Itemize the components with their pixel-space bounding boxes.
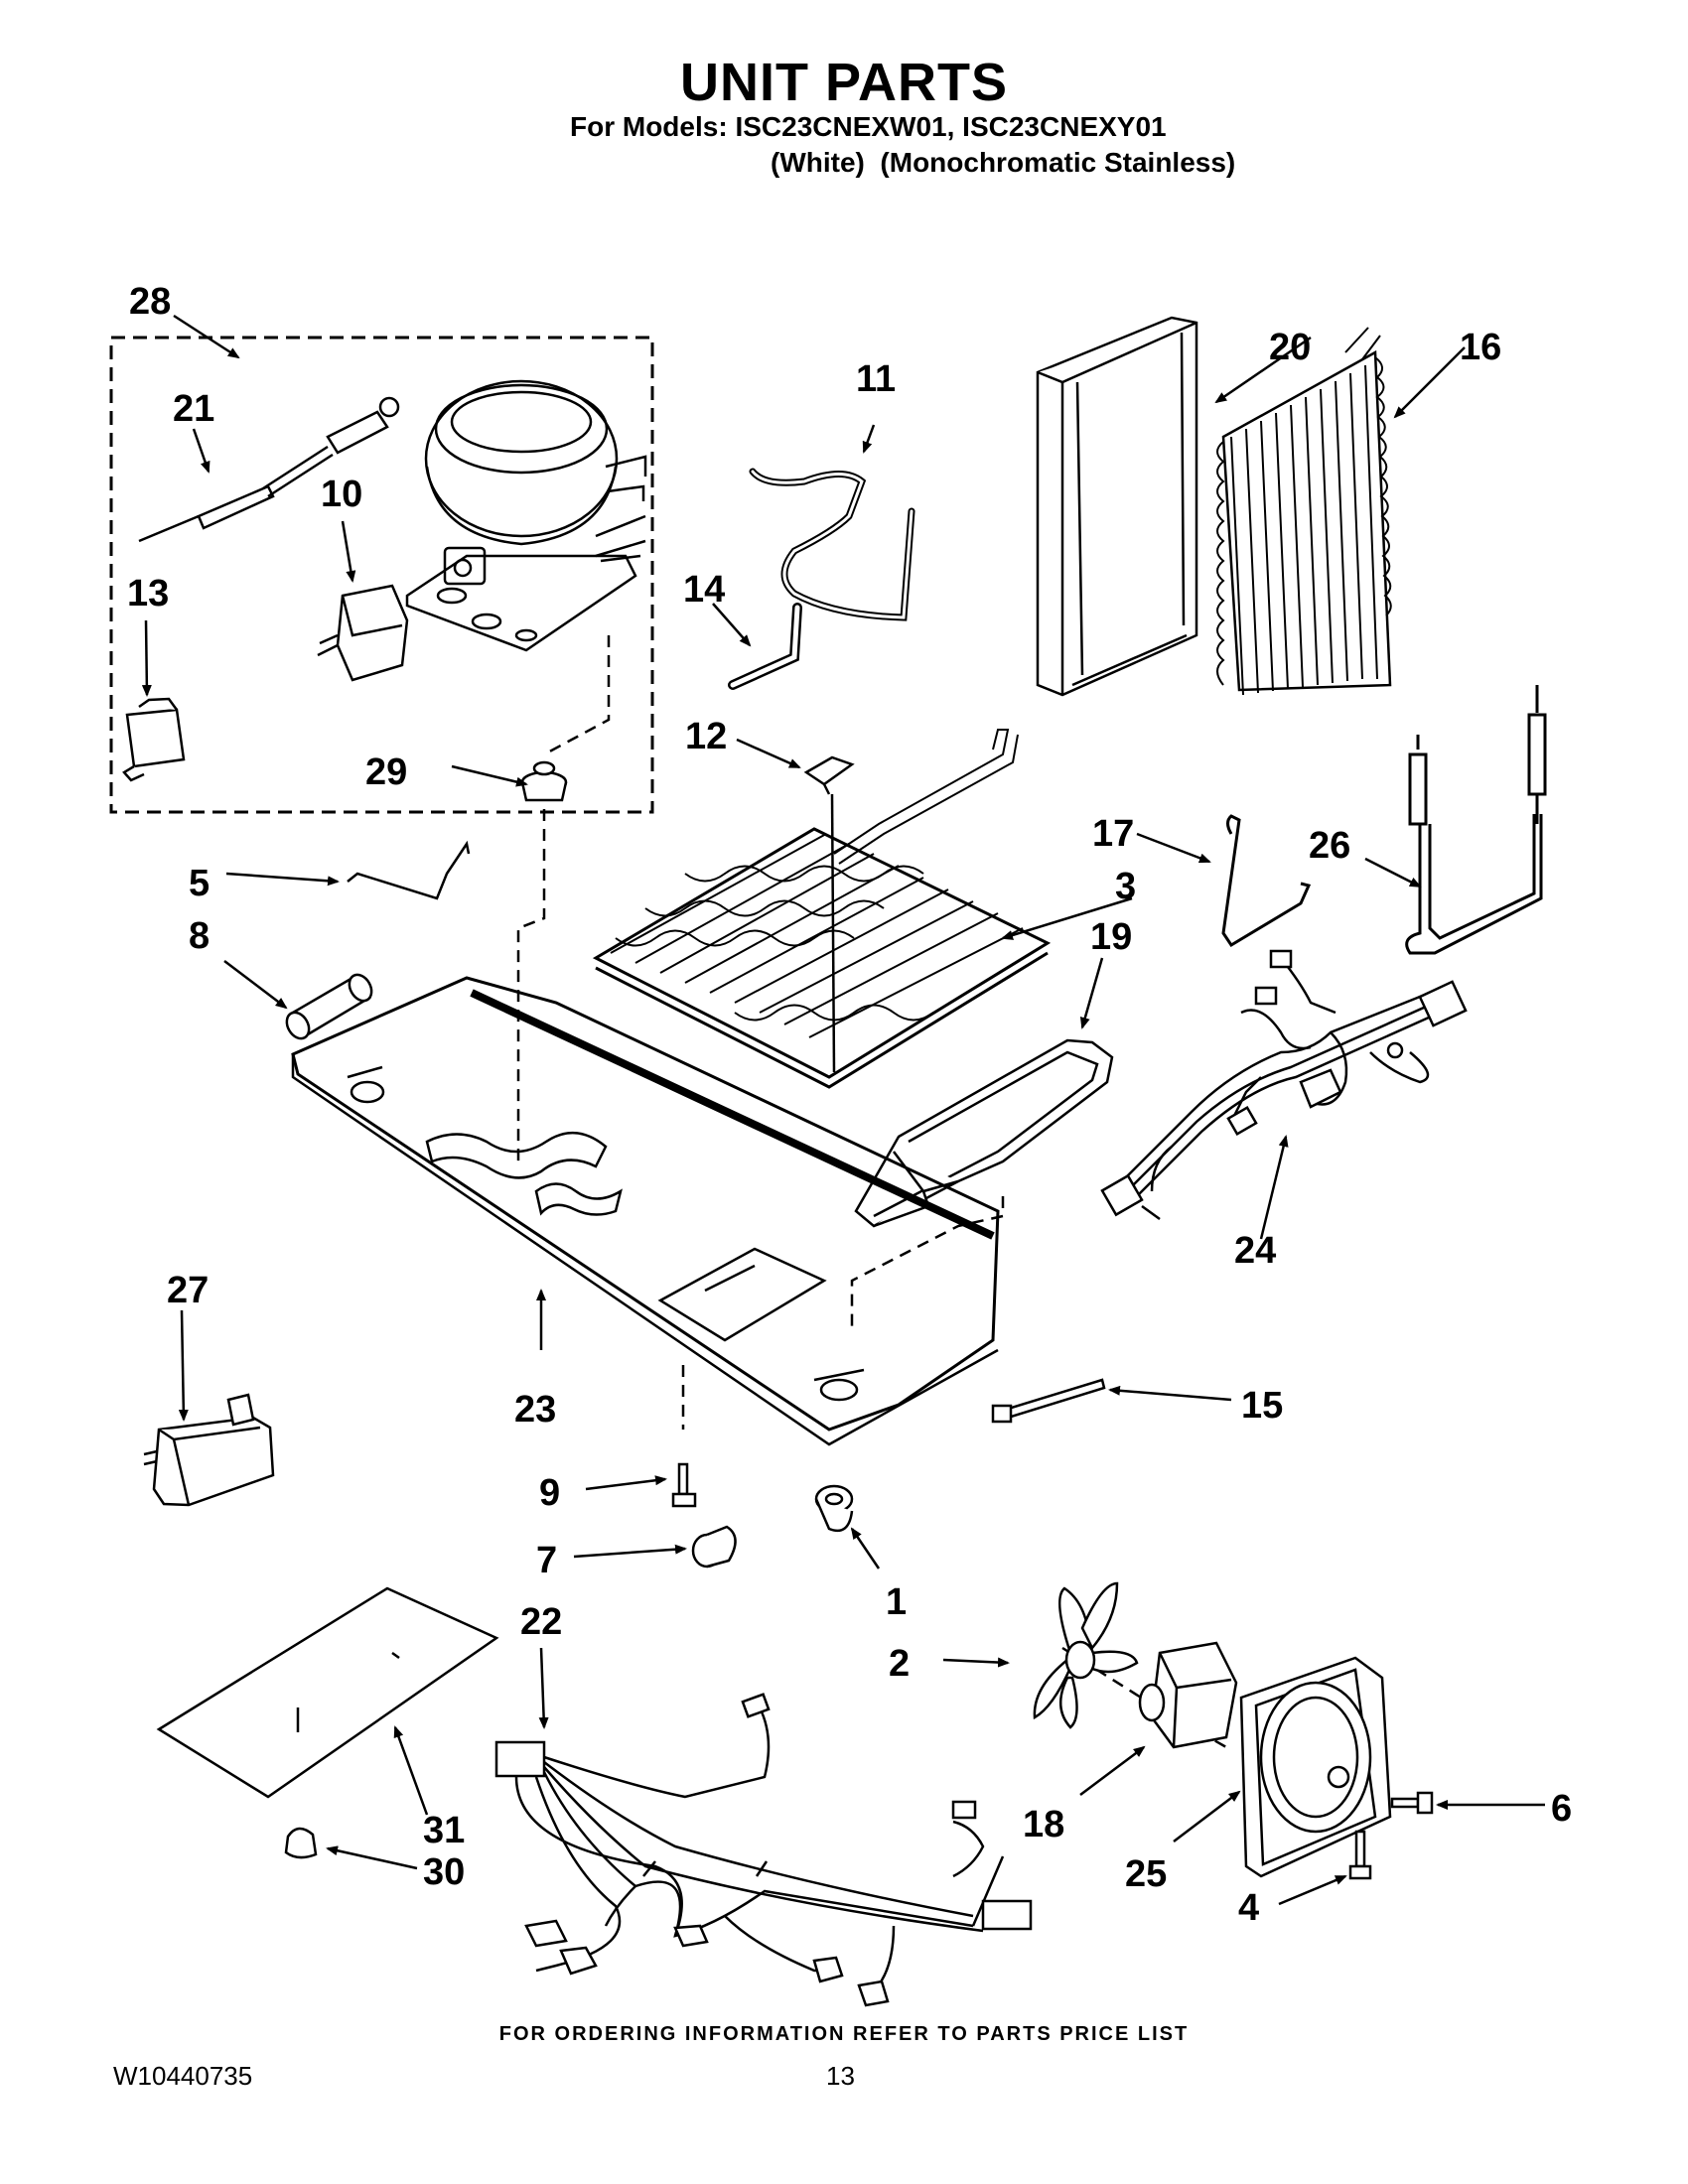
drain-tube [728, 603, 802, 690]
page-title: UNIT PARTS [680, 53, 1008, 112]
callout-numbers: 28 21 10 13 11 14 12 20 16 17 26 3 19 29… [127, 281, 1572, 1929]
callout-30: 30 [423, 1851, 465, 1893]
wiring-harness [1100, 949, 1468, 1221]
capacitor [122, 697, 186, 782]
filter-drier [138, 396, 400, 543]
insulation-pad [156, 1586, 499, 1799]
callout-6: 6 [1551, 1788, 1572, 1830]
callout-27: 27 [167, 1270, 209, 1311]
callout-18: 18 [1023, 1804, 1064, 1845]
ordering-note: FOR ORDERING INFORMATION REFER TO PARTS … [498, 2023, 1190, 2045]
screw-9 [671, 1462, 697, 1508]
callout-13: 13 [127, 573, 169, 614]
evaporator-hook [1221, 814, 1312, 948]
callout-16: 16 [1460, 327, 1501, 368]
callout-20: 20 [1269, 327, 1311, 368]
callout-4: 4 [1238, 1887, 1259, 1929]
callout-1: 1 [886, 1581, 907, 1623]
callout-26: 26 [1309, 825, 1350, 867]
compressor [405, 379, 647, 652]
callout-8: 8 [189, 915, 210, 957]
control-module [143, 1393, 275, 1507]
callout-7: 7 [536, 1540, 557, 1581]
machine-compartment-base [291, 976, 1000, 1446]
callout-22: 22 [520, 1601, 562, 1643]
evaporator-clip [803, 755, 855, 795]
callout-23: 23 [514, 1389, 556, 1431]
compressor-kit-box [109, 336, 654, 814]
callout-11: 11 [856, 358, 896, 400]
callout-5: 5 [189, 863, 210, 904]
fan-blade [1033, 1581, 1139, 1729]
cable-tie [991, 1378, 1106, 1424]
document-number: W10440735 [113, 2061, 253, 2091]
callout-17: 17 [1092, 813, 1134, 855]
dashed-assembly-lines [304, 635, 1227, 1749]
compressor-grommet [520, 760, 568, 802]
condenser-cover [1036, 316, 1198, 697]
heat-exchanger [1405, 685, 1547, 955]
main-wiring-harness [494, 1693, 1033, 2007]
foam-tube [285, 973, 373, 1040]
fan-motor [1138, 1641, 1238, 1749]
callout-10: 10 [321, 474, 362, 515]
callout-2: 2 [889, 1643, 910, 1685]
callout-24: 24 [1234, 1230, 1276, 1272]
callout-31: 31 [423, 1810, 465, 1851]
screw-4 [1348, 1830, 1372, 1880]
variants-line: (White) (Monochromatic Stainless) [771, 147, 1236, 178]
callout-28: 28 [129, 281, 171, 323]
insulation-clip [284, 1827, 318, 1859]
callout-21: 21 [173, 388, 214, 430]
evaporator [592, 729, 1052, 1089]
callout-25: 25 [1125, 1853, 1167, 1895]
wire-clip [347, 840, 471, 900]
callout-14: 14 [683, 569, 725, 611]
callout-9: 9 [539, 1472, 560, 1514]
bushing-1 [814, 1484, 854, 1533]
drain-pan [854, 1038, 1114, 1228]
start-relay [317, 584, 409, 682]
fan-shroud [1239, 1656, 1392, 1878]
callout-29: 29 [365, 751, 407, 793]
screw-6 [1390, 1791, 1434, 1815]
suction-tube [749, 468, 915, 621]
callout-12: 12 [685, 716, 727, 757]
models-line: For Models: ISC23CNEXW01, ISC23CNEXY01 [570, 111, 1167, 142]
callout-15: 15 [1241, 1385, 1283, 1427]
page-number: 13 [826, 2061, 855, 2091]
callout-19: 19 [1090, 916, 1132, 958]
bushing-7 [691, 1525, 737, 1569]
leader-arrows [141, 314, 1545, 1906]
condenser-coil [1216, 327, 1392, 696]
callout-3: 3 [1115, 866, 1136, 907]
